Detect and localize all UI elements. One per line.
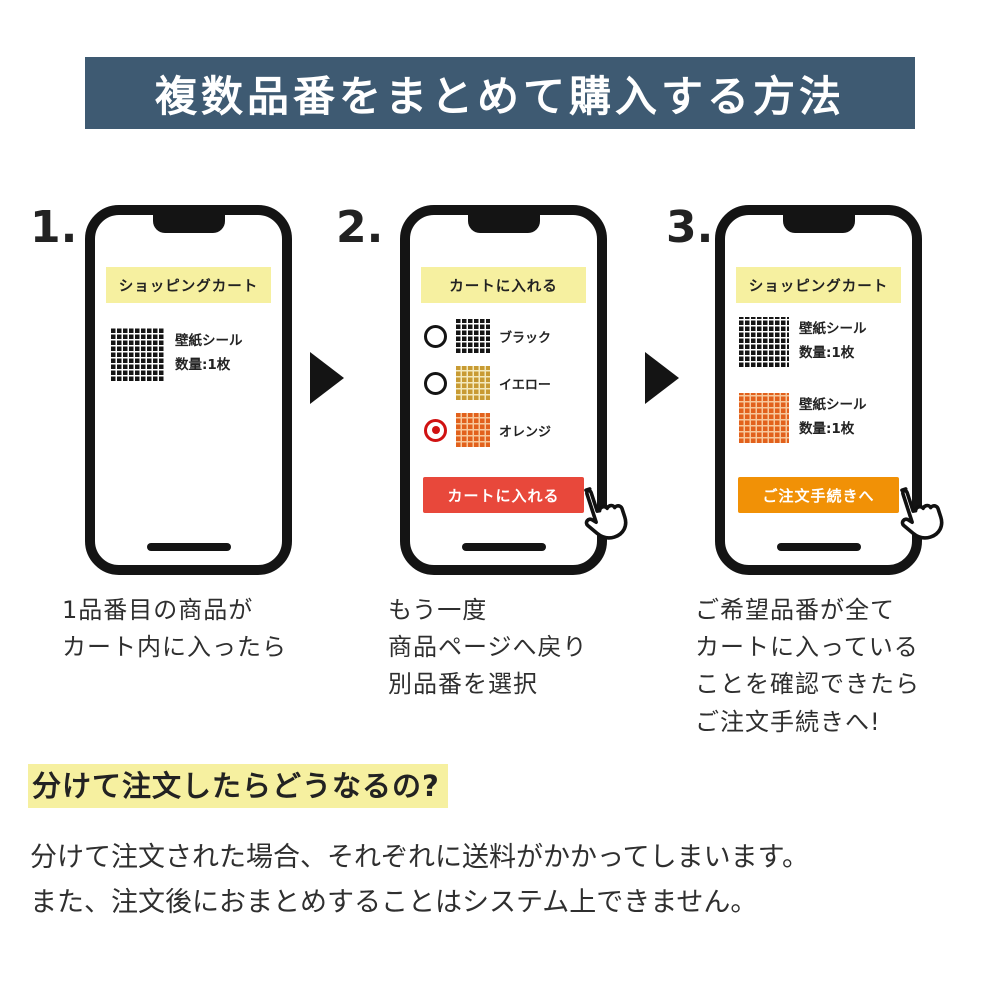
proceed-to-checkout-button[interactable]: ご注文手続きへ	[738, 477, 899, 513]
faq-body-line: 分けて注文された場合、それぞれに送料がかかってしまいます。	[30, 842, 809, 873]
radio-unselected-icon[interactable]	[424, 324, 447, 348]
page-title: 複数品番をまとめて購入する方法	[85, 57, 915, 129]
caption-line: ご希望品番が全て	[695, 596, 895, 624]
color-option-yellow[interactable]: イエロー	[424, 366, 551, 400]
step-3-number: 3.	[666, 202, 714, 253]
faq-heading-text: 分けて注文したらどうなるの?	[28, 764, 448, 808]
black-grid-swatch	[456, 319, 490, 353]
caption-line: 商品ページへ戻り	[388, 633, 588, 662]
yellow-grid-swatch	[456, 366, 490, 400]
caption-line: ご注文手続きへ!	[695, 707, 881, 736]
phone-notch	[782, 213, 855, 233]
cart-item: 壁紙シール 数量:1枚	[111, 327, 243, 381]
hand-cursor-icon	[876, 474, 957, 555]
phone-notch	[152, 213, 225, 233]
product-name: 壁紙シール	[799, 321, 867, 338]
step-1-caption: 1品番目の商品が カート内に入ったら	[62, 592, 287, 666]
caption-line: ことを確認できたら	[695, 670, 920, 699]
phone-home-bar	[146, 543, 231, 551]
caption-line: もう一度	[388, 596, 488, 624]
cart-item: 壁紙シール 数量:1枚	[739, 317, 867, 367]
step-3-caption: ご希望品番が全て カートに入っている ことを確認できたら ご注文手続きへ!	[695, 592, 920, 741]
radio-selected-icon[interactable]	[424, 418, 447, 442]
color-option-label: イエロー	[499, 377, 551, 393]
cart-item: 壁紙シール 数量:1枚	[739, 393, 867, 443]
arrow-right-icon	[310, 352, 344, 404]
caption-line: 別品番を選択	[388, 670, 538, 699]
shopping-cart-banner: ショッピングカート	[106, 267, 271, 303]
faq-body: 分けて注文された場合、それぞれに送料がかかってしまいます。 また、注文後におまと…	[30, 835, 809, 925]
product-name: 壁紙シール	[175, 333, 243, 350]
phone-mockup-step-1: ショッピングカート 壁紙シール 数量:1枚	[85, 205, 292, 575]
add-to-cart-button[interactable]: カートに入れる	[423, 477, 584, 513]
caption-line: カートに入っている	[695, 633, 919, 662]
phone-mockup-step-3: ショッピングカート 壁紙シール 数量:1枚 壁紙シール 数量:1枚 ご注文手続き…	[715, 205, 922, 575]
step-2-number: 2.	[336, 202, 384, 253]
product-quantity: 数量:1枚	[799, 345, 855, 361]
faq-heading: 分けて注文したらどうなるの?	[28, 763, 448, 808]
arrow-right-icon	[645, 352, 679, 404]
orange-grid-swatch	[456, 413, 490, 447]
color-option-black[interactable]: ブラック	[424, 319, 551, 353]
step-2-caption: もう一度 商品ページへ戻り 別品番を選択	[388, 592, 588, 704]
step-1-number: 1.	[30, 202, 78, 253]
color-option-label: オレンジ	[499, 424, 552, 440]
phone-home-bar	[461, 543, 546, 551]
black-grid-swatch	[111, 327, 165, 381]
add-to-cart-banner: カートに入れる	[421, 267, 586, 303]
hand-cursor-icon	[560, 474, 641, 555]
product-quantity: 数量:1枚	[799, 421, 855, 437]
product-quantity: 数量:1枚	[175, 357, 231, 373]
orange-grid-swatch	[739, 393, 789, 443]
color-option-label: ブラック	[499, 330, 552, 346]
black-grid-swatch	[739, 317, 789, 367]
phone-home-bar	[776, 543, 861, 551]
color-option-orange[interactable]: オレンジ	[424, 413, 551, 447]
product-name: 壁紙シール	[799, 397, 867, 414]
caption-line: カート内に入ったら	[62, 633, 287, 662]
phone-notch	[467, 213, 540, 233]
phone-mockup-step-2: カートに入れる ブラック イエロー オレンジ カートに入れる	[400, 205, 607, 575]
faq-body-line: また、注文後におまとめすることはシステム上できません。	[30, 887, 758, 919]
shopping-cart-banner: ショッピングカート	[736, 267, 901, 303]
caption-line: 1品番目の商品が	[62, 596, 254, 624]
radio-unselected-icon[interactable]	[424, 371, 447, 395]
